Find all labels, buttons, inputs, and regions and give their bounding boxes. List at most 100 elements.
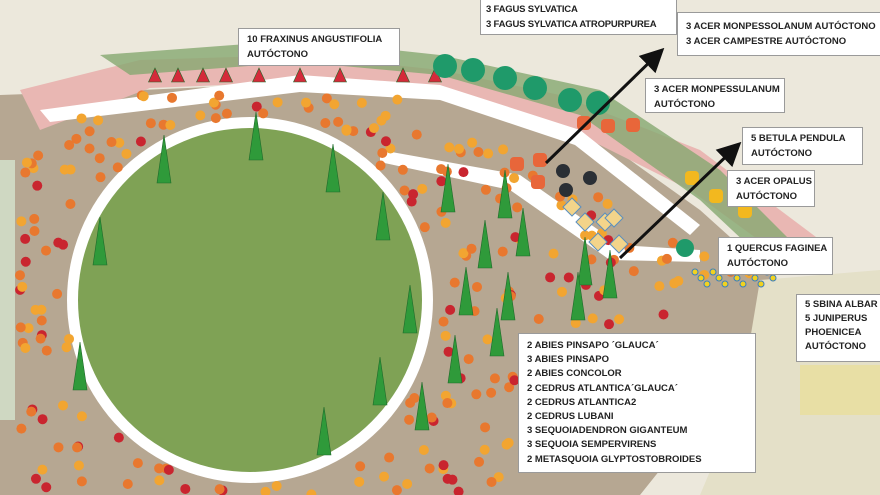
shrub-symbol [587, 313, 598, 324]
shrub-symbol [426, 412, 437, 423]
shrub-symbol [64, 139, 75, 150]
fraxinus-icon [396, 67, 410, 83]
path-diagonal [380, 150, 700, 262]
label-fraxinus: 10 FRAXINUS ANGUSTIFOLIA AUTÓCTONO [238, 28, 400, 66]
shrub-symbol [35, 333, 46, 344]
shrub-symbol [501, 439, 512, 450]
shrub-symbol [154, 475, 165, 486]
fagus-tree-icon [523, 76, 547, 100]
shrub-symbol [58, 400, 69, 411]
shrub-symbol [20, 256, 31, 267]
label-line: 2 CEDRUS ATLANTICA´GLAUCA´ [527, 382, 678, 394]
conifer-icon [92, 216, 108, 266]
shrub-symbol [271, 480, 282, 491]
shrub-symbol [73, 460, 84, 471]
label-line: 3 ACER MONPESSULANUM [654, 84, 780, 95]
betula-icon [562, 197, 582, 217]
label-line: 5 SBINA ALBAR [805, 299, 878, 310]
conifer-icon [570, 271, 586, 321]
label-fagus: 3 FAGUS SYLVATICA 3 FAGUS SYLVATICA ATRO… [480, 0, 677, 35]
shrub-symbol [405, 397, 416, 408]
fraxinus-icon [171, 67, 185, 83]
juniperus-icon [715, 274, 723, 282]
label-line: AUTÓCTONO [654, 99, 716, 110]
shrub-symbol [454, 143, 465, 154]
shrub-symbol [71, 133, 82, 144]
shrub-symbol [41, 345, 52, 356]
shrub-symbol [504, 382, 515, 393]
conifer-icon [477, 219, 493, 269]
shrub-symbol [167, 92, 178, 103]
fagus-tree-icon [586, 91, 610, 115]
label-line: 3 FAGUS SYLVATICA [486, 4, 578, 15]
acer-opalus-icon [709, 189, 723, 203]
shrub-symbol [436, 164, 447, 175]
shrub-symbol [251, 101, 262, 112]
acer-monpessulanum-icon [533, 153, 547, 167]
label-line: 2 ABIES CONCOLOR [527, 368, 622, 380]
shrub-symbol [329, 99, 340, 110]
shrub-symbol [628, 266, 639, 277]
shrub-symbol [333, 116, 344, 127]
juniperus-icon [739, 280, 747, 288]
shrub-symbol [72, 442, 83, 453]
label-conifers: 2 ABIES PINSAPO ´GLAUCA´ 3 ABIES PINSAPO… [518, 333, 756, 473]
shrub-symbol [466, 243, 477, 254]
conifer-icon [316, 406, 332, 456]
acer-monpessulanum-icon [601, 119, 615, 133]
label-acer-monpessulanum: 3 ACER MONPESSULANUM AUTÓCTONO [645, 78, 785, 113]
shrub-symbol [614, 314, 625, 325]
fagus-tree-icon [558, 88, 582, 112]
betula-icon [609, 234, 629, 254]
label-line: 2 ABIES PINSAPO ´GLAUCA´ [527, 340, 659, 351]
shrub-symbol [29, 225, 40, 236]
shrub-symbol [473, 147, 484, 158]
shrub-symbol [180, 483, 191, 494]
shrub-symbol [272, 97, 283, 108]
shrub-symbol [654, 281, 665, 292]
shrub-symbol [419, 222, 430, 233]
shrub-symbol [673, 276, 684, 287]
shrub-symbol [122, 478, 133, 489]
shrub-symbol [165, 120, 176, 131]
label-line: AUTÓCTONO [751, 148, 813, 159]
shrub-symbol [376, 115, 387, 126]
fraxinus-icon [196, 67, 210, 83]
label-line: AUTÓCTONO [805, 341, 867, 352]
juniperus-icon [733, 274, 741, 282]
conifer-icon [515, 207, 531, 257]
shrub-symbol [486, 476, 497, 487]
fagus-tree-icon [461, 58, 485, 82]
acer-opalus-icon [738, 204, 752, 218]
shrub-symbol [699, 251, 710, 262]
shrub-symbol [320, 117, 331, 128]
fraxinus-icon [252, 67, 266, 83]
label-line: 5 JUNIPERUS [805, 313, 868, 324]
shrub-symbol [76, 476, 87, 487]
shrub-symbol [112, 162, 123, 173]
shrub-symbol [570, 318, 581, 329]
shrub-symbol [498, 144, 509, 155]
shrub-symbol [17, 281, 28, 292]
shrub-symbol [444, 142, 455, 153]
shrub-symbol [385, 143, 396, 154]
juniperus-icon [697, 274, 705, 282]
shrub-symbol [37, 414, 48, 425]
shrub-symbol [406, 196, 417, 207]
shrub-symbol [563, 272, 574, 283]
fagus-tree-icon [493, 66, 517, 90]
shrub-symbol [21, 157, 32, 168]
shrub-symbol [438, 316, 449, 327]
shrub-symbol [556, 286, 567, 297]
shrub-symbol [483, 148, 494, 159]
shrub-symbol [65, 199, 76, 210]
shrub-symbol [402, 478, 413, 489]
shrub-symbol [59, 164, 70, 175]
shrub-symbol [41, 245, 52, 256]
label-line: 3 ACER OPALUS [736, 176, 813, 187]
shrub-symbol [301, 97, 312, 108]
shrub-symbol [61, 342, 72, 353]
acer-opalus-icon [685, 171, 699, 185]
shrub-symbol [497, 246, 508, 257]
shrub-symbol [95, 172, 106, 183]
